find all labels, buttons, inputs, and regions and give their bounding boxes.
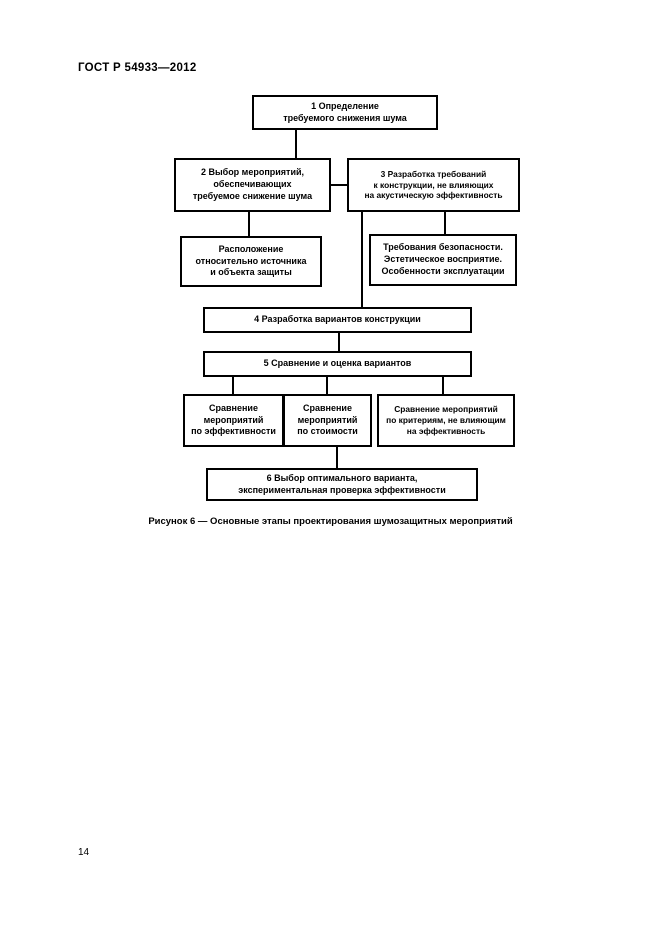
connector-step1-step2 xyxy=(295,128,297,159)
standard-number-header: ГОСТ Р 54933—2012 xyxy=(78,62,197,74)
flowchart-box-step4: 4 Разработка вариантов конструкции xyxy=(203,307,472,333)
flowchart-box-compare-other-criteria: Сравнение мероприятий по критериям, не в… xyxy=(377,394,515,447)
page-number: 14 xyxy=(78,847,90,858)
connector-step2-detail xyxy=(248,210,250,237)
connector-cost-step6 xyxy=(336,446,338,469)
connector-step2-step3 xyxy=(330,184,348,186)
connector-step5-other xyxy=(442,376,444,395)
flowchart-box-step1: 1 Определение требуемого снижения шума xyxy=(252,95,438,130)
figure-caption: Рисунок 6 — Основные этапы проектировани… xyxy=(148,516,513,527)
connector-step5-efficiency xyxy=(232,376,234,395)
connector-step3-detail xyxy=(444,210,446,235)
flowchart-box-step3-detail: Требования безопасности. Эстетическое во… xyxy=(369,234,517,286)
flowchart-box-compare-cost: Сравнение мероприятий по стоимости xyxy=(283,394,372,447)
flowchart-box-compare-efficiency: Сравнение мероприятий по эффективности xyxy=(183,394,284,447)
flowchart-box-step3: 3 Разработка требований к конструкции, н… xyxy=(347,158,520,212)
flowchart-box-step2-detail: Расположение относительно источника и об… xyxy=(180,236,322,287)
flowchart-box-step5: 5 Сравнение и оценка вариантов xyxy=(203,351,472,377)
flowchart-box-step6: 6 Выбор оптимального варианта, экспериме… xyxy=(206,468,478,501)
connector-step4-step5 xyxy=(338,332,340,352)
connector-step3-step4 xyxy=(361,210,363,308)
connector-step5-cost xyxy=(326,376,328,395)
flowchart-box-step2: 2 Выбор мероприятий, обеспечивающих треб… xyxy=(174,158,331,212)
